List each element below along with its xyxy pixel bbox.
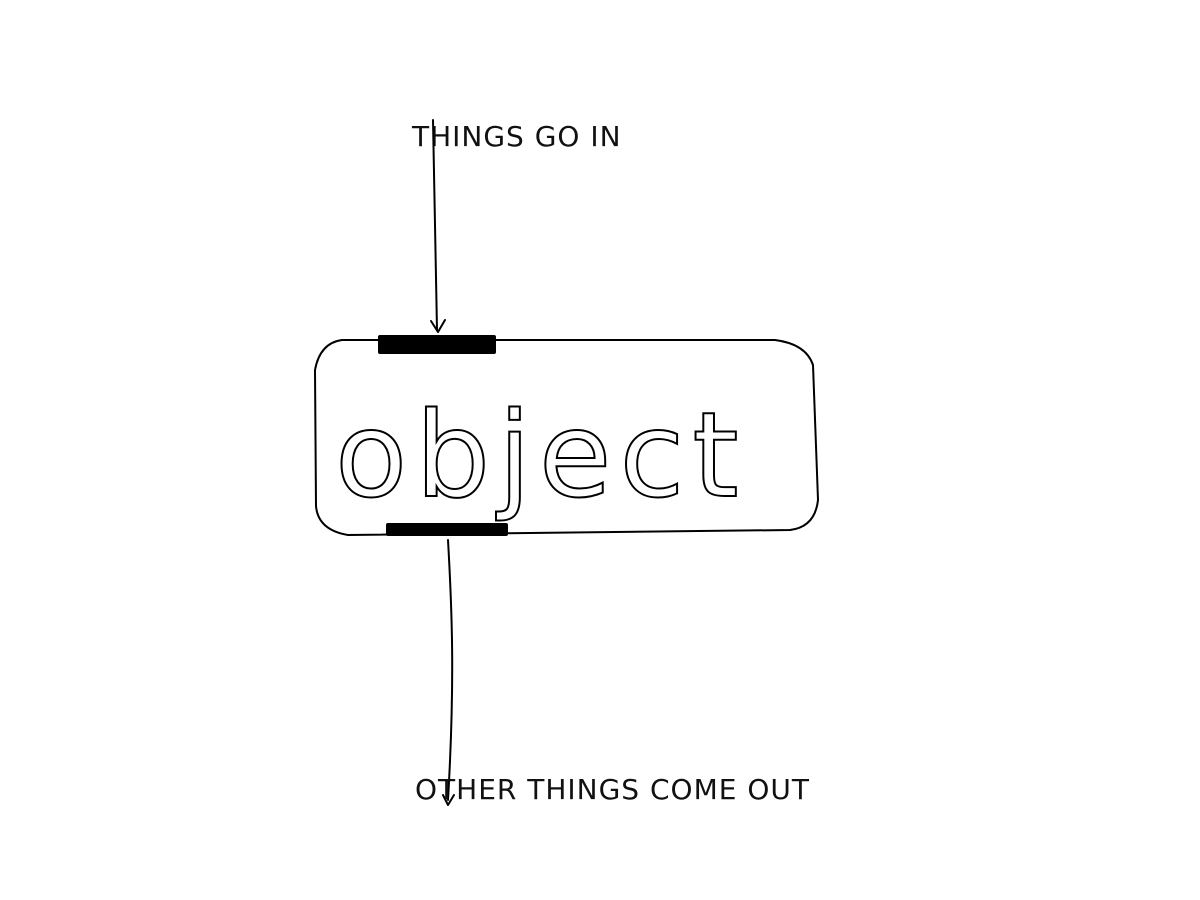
output-arrowhead-icon [442,794,455,806]
output-arrow-line [447,539,454,801]
output-port [386,523,508,536]
input-arrow-line [432,119,438,331]
object-box [314,339,819,536]
object-label: object [335,386,747,524]
input-port [378,335,496,354]
input-arrowhead-icon [430,319,446,333]
input-label: THINGS GO IN [411,120,622,153]
output-label: OTHER THINGS COME OUT [415,773,810,806]
